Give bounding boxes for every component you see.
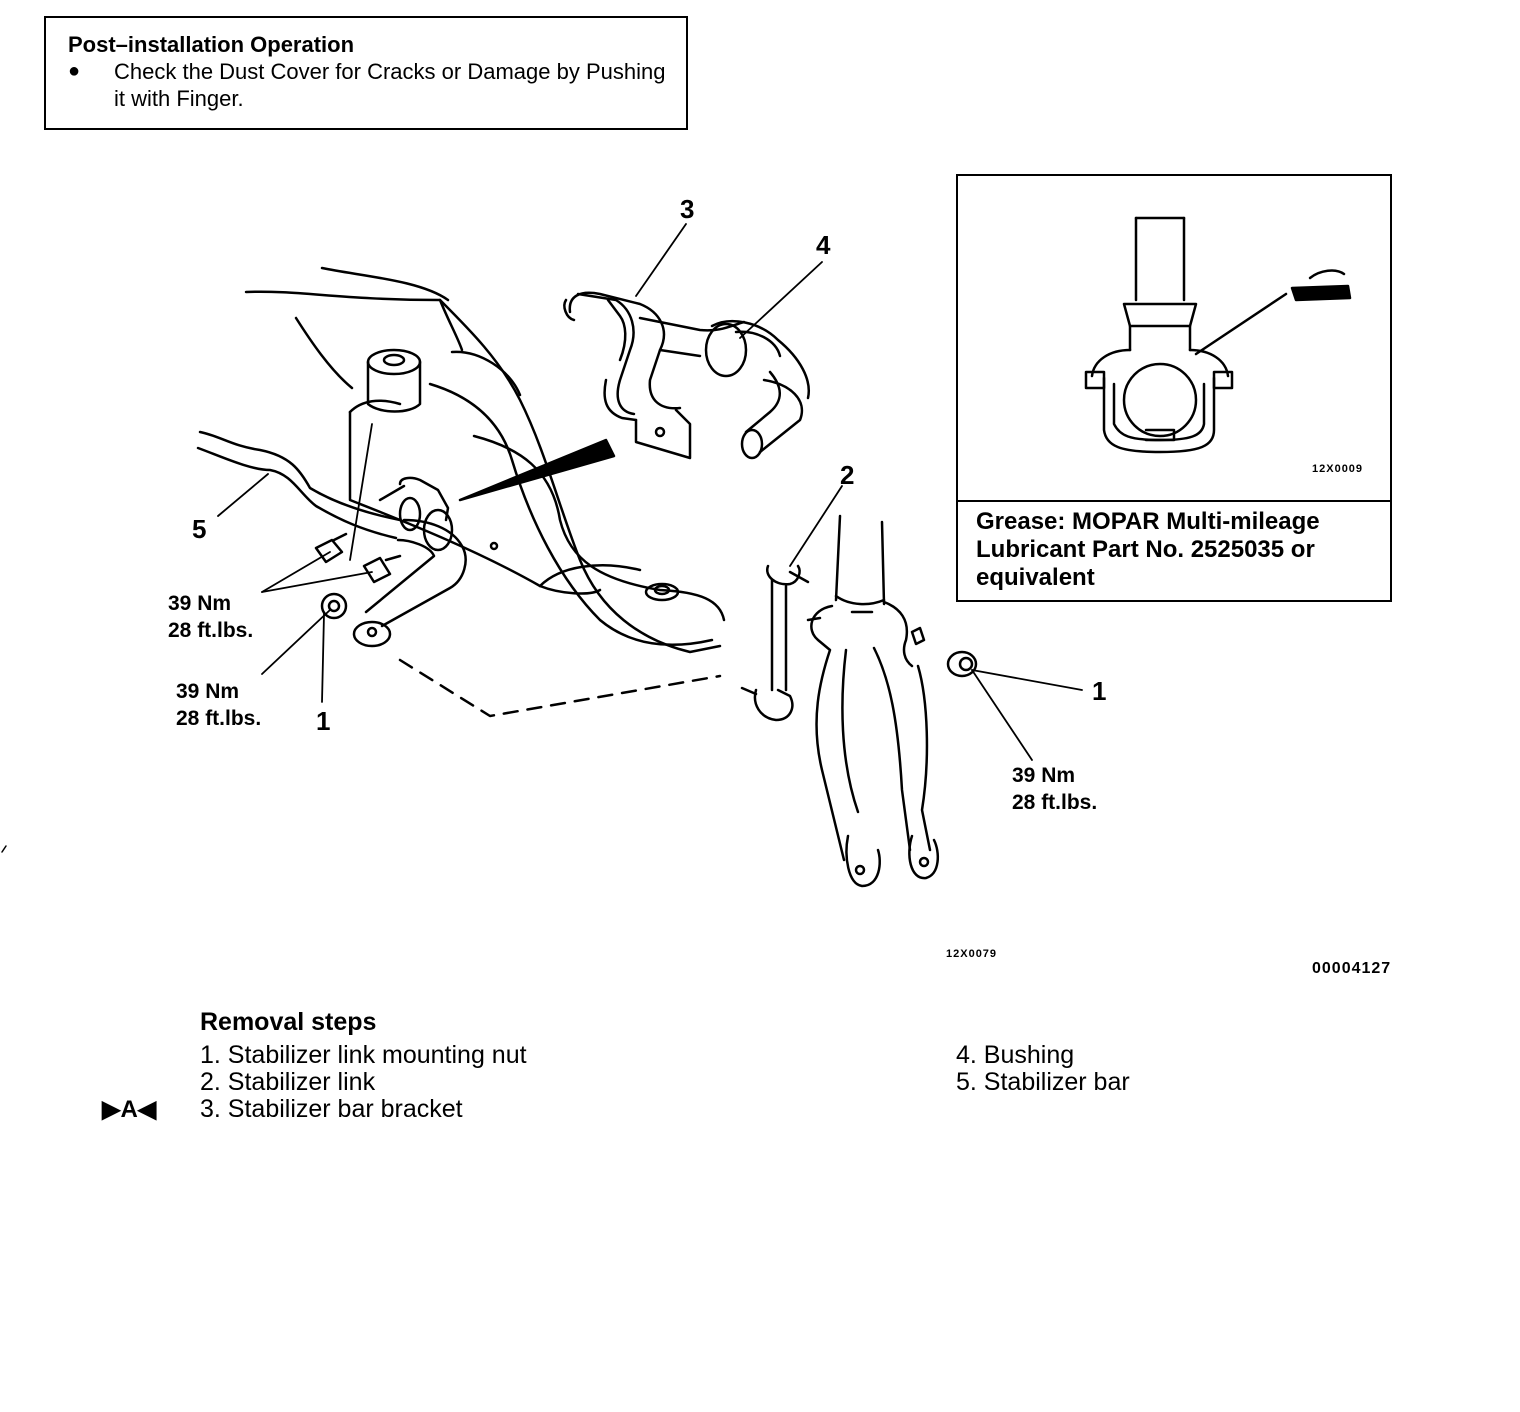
callout-4: 4 [816, 230, 831, 260]
leader-lines [217, 223, 1083, 761]
left-fasteners-drawing [314, 532, 402, 620]
removal-step: 3. Stabilizer bar bracket [200, 1095, 463, 1123]
strut-knuckle-drawing [806, 514, 940, 888]
removal-step: 2. Stabilizer link [200, 1068, 376, 1096]
post-installation-item: ● Check the Dust Cover for Cracks or Dam… [68, 58, 666, 112]
inset-figure-code: 12X0009 [1312, 463, 1364, 475]
torque-ftlbs: 28 ft.lbs. [1012, 791, 1098, 814]
callout-5: 5 [192, 514, 207, 544]
stabilizer-bar-drawing [196, 430, 722, 718]
bushing-drawing [704, 319, 810, 460]
grease-specification: Grease: MOPAR Multi-mileage Lubricant Pa… [976, 508, 1320, 591]
bracket-drawing [563, 291, 746, 460]
crossmember-drawing [244, 266, 726, 654]
callout-2: 2 [840, 460, 855, 490]
callout-1-left: 1 [316, 706, 331, 736]
torque-label-right: 39 Nm 28 ft.lbs. [1012, 762, 1097, 816]
inset-divider [958, 500, 1390, 502]
post-installation-item-text: Check the Dust Cover for Cracks or Damag… [114, 59, 666, 111]
torque-ftlbs: 28 ft.lbs. [176, 707, 262, 730]
torque-nm: 39 Nm [168, 592, 232, 615]
pointer-wedge [458, 438, 616, 502]
margin-mark [1, 845, 7, 853]
removal-steps-left: 1. Stabilizer link mounting nut 2. Stabi… [200, 1042, 527, 1123]
service-point-marker: ▶A◀ [102, 1096, 157, 1123]
torque-nm: 39 Nm [1012, 764, 1076, 787]
callout-1-right: 1 [1092, 676, 1107, 706]
figure-code: 12X0079 [946, 948, 998, 960]
removal-step: 5. Stabilizer bar [956, 1068, 1130, 1096]
post-installation-title: Post–installation Operation [68, 32, 355, 57]
right-nut-drawing [946, 650, 978, 678]
removal-step: 4. Bushing [956, 1041, 1075, 1069]
removal-steps-title: Removal steps [200, 1008, 377, 1036]
torque-nm: 39 Nm [176, 680, 240, 703]
removal-step: 1. Stabilizer link mounting nut [200, 1041, 527, 1069]
document-number: 00004127 [1312, 960, 1392, 977]
torque-label-upper: 39 Nm 28 ft.lbs. [168, 590, 253, 644]
callout-3: 3 [680, 194, 695, 224]
bullet: ● [68, 60, 81, 82]
torque-label-lower: 39 Nm 28 ft.lbs. [176, 678, 261, 732]
stabilizer-link-drawing [740, 564, 810, 722]
post-installation-box: Post–installation Operation ● Check the … [44, 16, 688, 130]
torque-ftlbs: 28 ft.lbs. [168, 619, 254, 642]
ball-joint-inset-drawing [1084, 216, 1352, 454]
grease-inset-box: 12X0009 Grease: MOPAR Multi-mileage Lubr… [956, 174, 1392, 602]
removal-steps-right: 4. Bushing 5. Stabilizer bar [956, 1042, 1130, 1096]
